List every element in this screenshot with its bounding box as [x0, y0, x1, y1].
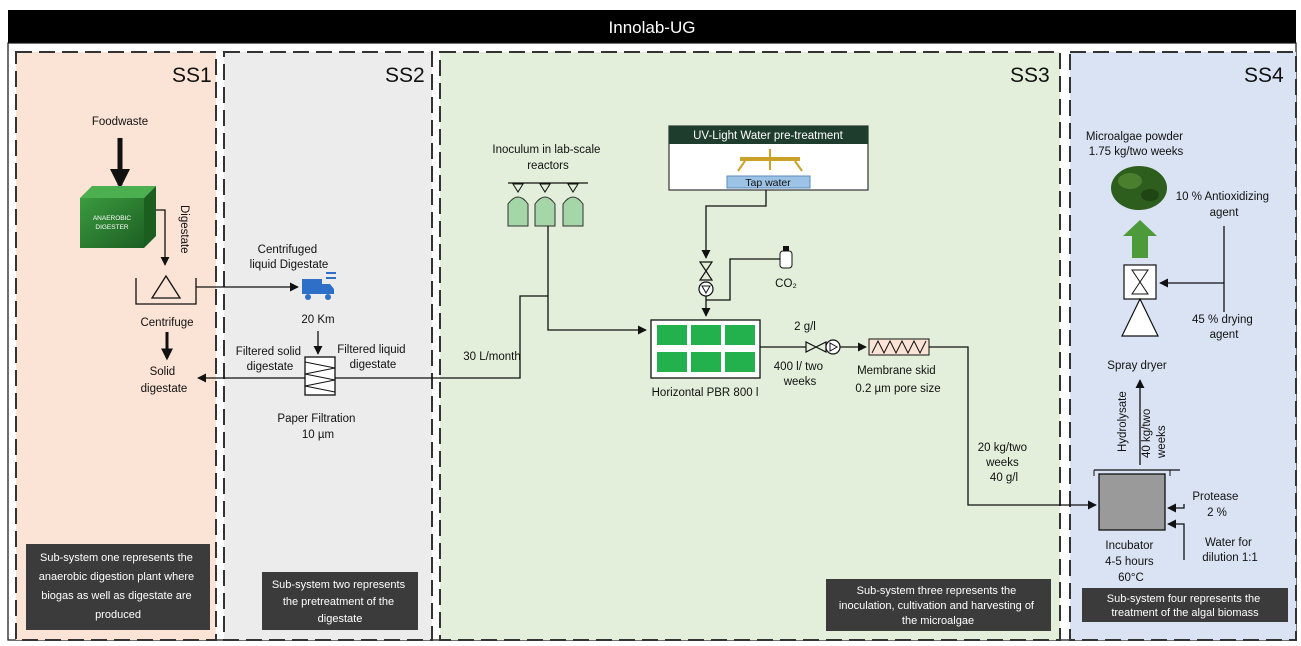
uv-title: UV-Light Water pre-treatment — [693, 130, 844, 142]
membrane-label: Membrane skid 0.2 µm pore size — [855, 365, 940, 395]
ss3-description-box: Sub-system three represents the inoculat… — [826, 579, 1051, 631]
spray-dryer-label: Spray dryer — [1107, 360, 1167, 372]
flow-20kg-label: 20 kg/two weeks 40 g/l — [978, 442, 1030, 484]
harvest-pump-icon — [805, 339, 841, 355]
horizontal-pbr — [650, 319, 761, 379]
centrifuged-liquid-label: Centrifuged liquid Digestate — [250, 244, 329, 271]
protease-to-incubator-line — [1167, 503, 1185, 513]
distance-label: 20 Km — [301, 314, 334, 326]
co2-label: CO₂ — [775, 278, 797, 290]
water-dilution-label: Water for dilution 1:1 — [1202, 537, 1258, 564]
ss2-description-box: Sub-system two represents the pretreatme… — [262, 572, 418, 630]
uv-lamp-icon — [737, 149, 803, 172]
truck-icon — [302, 272, 336, 300]
ss2-title: SS2 — [385, 64, 425, 87]
flow-40kg-label: 40 kg/two weeks — [1141, 406, 1168, 459]
ss4-description-box: Sub-system four represents the treatment… — [1082, 588, 1288, 622]
tap-water-to-valve-line — [701, 190, 767, 259]
antioxidizing-label: 10 % Antioxidizing agent — [1176, 191, 1273, 219]
tap-water-label: Tap water — [745, 177, 791, 189]
pbr-label: Horizontal PBR 800 l — [652, 387, 759, 399]
header-title: Innolab-UG — [609, 18, 696, 37]
product-output-arrow — [1123, 220, 1157, 258]
header-bar — [8, 10, 1296, 43]
inoculum-label: Inoculum in lab-scale reactors — [492, 144, 603, 172]
centrifuge — [135, 274, 197, 305]
drying-agent-label: 45 % drying agent — [1192, 314, 1256, 341]
svg-text:Sub-system four represents the: Sub-system four represents the treatment… — [1107, 593, 1264, 619]
spray-dryer — [1121, 264, 1159, 337]
svg-text:ANAEROBIC: ANAEROBIC — [93, 215, 132, 222]
hydrolysate-label: Hydrolysate — [1117, 391, 1129, 452]
anaerobic-digester: ANAEROBIC DIGESTER — [80, 186, 156, 248]
incubator — [1093, 469, 1180, 531]
foodwaste-label: Foodwaste — [92, 116, 148, 128]
filtered-solid-label: Filtered solid digestate — [236, 346, 304, 373]
incubator-label: Incubator 4-5 hours 60°C — [1105, 540, 1157, 584]
flow-400-label: 400 l/ two weeks — [774, 361, 826, 388]
microalgae-powder-icon — [1111, 166, 1167, 210]
ss1-panel — [15, 51, 217, 641]
filtered-liquid-to-pbr-line — [335, 295, 647, 379]
centrifuge-label: Centrifuge — [140, 317, 193, 329]
ss4-panel — [1069, 51, 1297, 641]
inoculum-reactors — [507, 182, 588, 227]
co2-to-valve-line — [706, 258, 780, 301]
solid-digestate-label: Solid digestate — [141, 366, 188, 395]
svg-text:DIGESTER: DIGESTER — [95, 224, 129, 231]
flow-30-label: 30 L/month — [463, 351, 521, 363]
filtered-liquid-label: Filtered liquid digestate — [337, 344, 409, 371]
paper-filter — [304, 356, 336, 396]
membrane-to-incubator-line — [929, 346, 1097, 510]
svg-text:Sub-system three represents th: Sub-system three represents the inoculat… — [839, 585, 1037, 627]
conc-2gl-label: 2 g/l — [794, 321, 816, 333]
svg-text:Sub-system one represents the: Sub-system one represents the anaerobic … — [39, 552, 197, 621]
membrane-skid — [868, 338, 930, 356]
ss3-title: SS3 — [1010, 64, 1050, 87]
paper-filtration-label: Paper Filtration 10 µm — [277, 413, 358, 441]
digestate-label: Digestate — [178, 205, 190, 254]
protease-label: Protease 2 % — [1192, 491, 1241, 519]
ss1-title: SS1 — [172, 64, 212, 87]
microalgae-powder-label: Microalgae powder 1.75 kg/two weeks — [1086, 131, 1186, 158]
svg-text:Sub-system two represents: Sub-system two represents the pretreatme… — [272, 579, 408, 625]
ss4-title: SS4 — [1244, 64, 1284, 87]
ss2-panel — [223, 51, 433, 641]
digester-to-centrifuge-line — [156, 209, 170, 266]
uv-pretreatment-box: UV-Light Water pre-treatment Tap water — [668, 125, 869, 191]
water-to-incubator-line — [1167, 519, 1185, 560]
ss1-description-box: Sub-system one represents the anaerobic … — [26, 544, 210, 630]
